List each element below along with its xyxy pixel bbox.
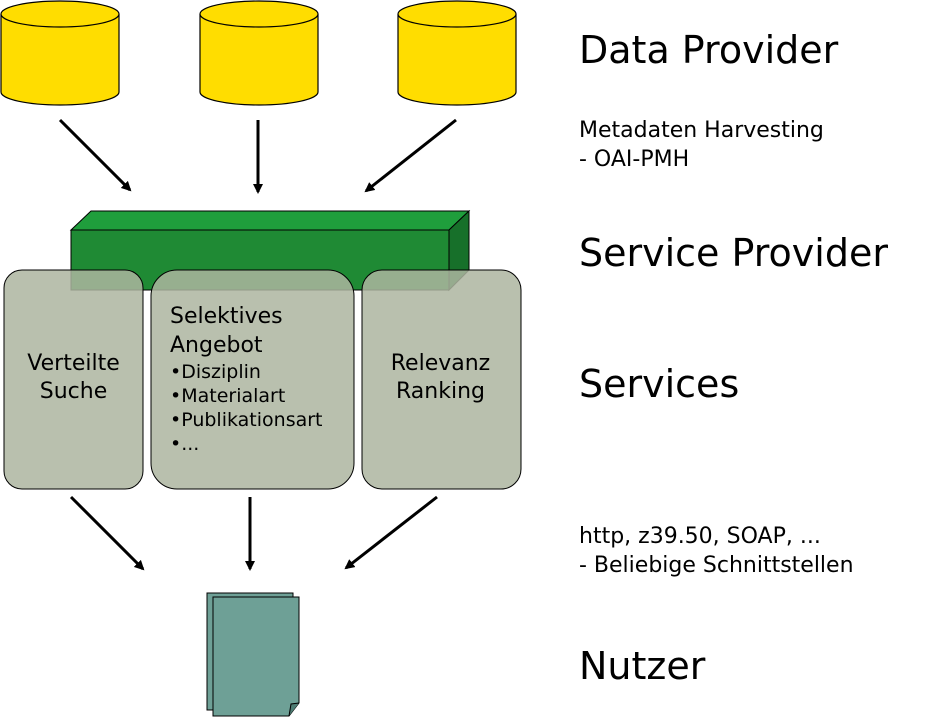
arrow-db3-to-provider	[364, 118, 457, 193]
label-interfaces-line1: http, z39.50, SOAP, ...	[579, 524, 821, 549]
label-interfaces-line2: - Beliebige Schnittstellen	[579, 553, 854, 578]
database-icon-2	[199, 0, 319, 106]
arrow-db1-to-provider	[58, 118, 132, 192]
document-icon	[206, 592, 300, 717]
label-harvesting-line2: - OAI-PMH	[579, 147, 690, 172]
service-box-relevanz	[361, 269, 522, 490]
service-verteilte-line1: Verteilte	[27, 351, 120, 376]
label-data-provider: Data Provider	[579, 28, 839, 72]
service-selektiv-line2: Angebot	[170, 333, 263, 358]
label-services: Services	[579, 362, 740, 406]
arrow-relevanz-to-nutzer	[344, 495, 438, 570]
label-nutzer: Nutzer	[579, 644, 706, 688]
label-harvesting: Metadaten Harvesting - OAI-PMH	[579, 116, 824, 174]
label-interfaces: http, z39.50, SOAP, ... - Beliebige Schn…	[579, 522, 854, 580]
label-harvesting-line1: Metadaten Harvesting	[579, 118, 824, 143]
service-relevanz-text: Relevanz Ranking	[362, 350, 519, 406]
service-relevanz-line1: Relevanz	[390, 351, 491, 376]
label-service-provider: Service Provider	[579, 231, 888, 275]
service-box-verteilte	[3, 269, 144, 490]
database-icon-3	[397, 0, 517, 106]
service-selektiv-bullet: •Publikationsart	[170, 409, 323, 431]
service-selektiv-line1: Selektives	[170, 304, 283, 329]
service-verteilte-line2: Suche	[39, 379, 108, 404]
service-relevanz-line2: Ranking	[396, 379, 485, 404]
service-selektiv-text: Selektives Angebot •Disziplin •Materiala…	[170, 302, 323, 456]
service-box-selektiv	[150, 269, 355, 490]
service-selektiv-bullet: •...	[170, 433, 200, 455]
service-selektiv-bullet: •Materialart	[170, 385, 286, 407]
database-icon-1	[0, 0, 120, 106]
service-verteilte-text: Verteilte Suche	[4, 350, 143, 406]
arrow-verteilte-to-nutzer	[69, 495, 145, 571]
service-selektiv-bullet: •Disziplin	[170, 361, 261, 383]
